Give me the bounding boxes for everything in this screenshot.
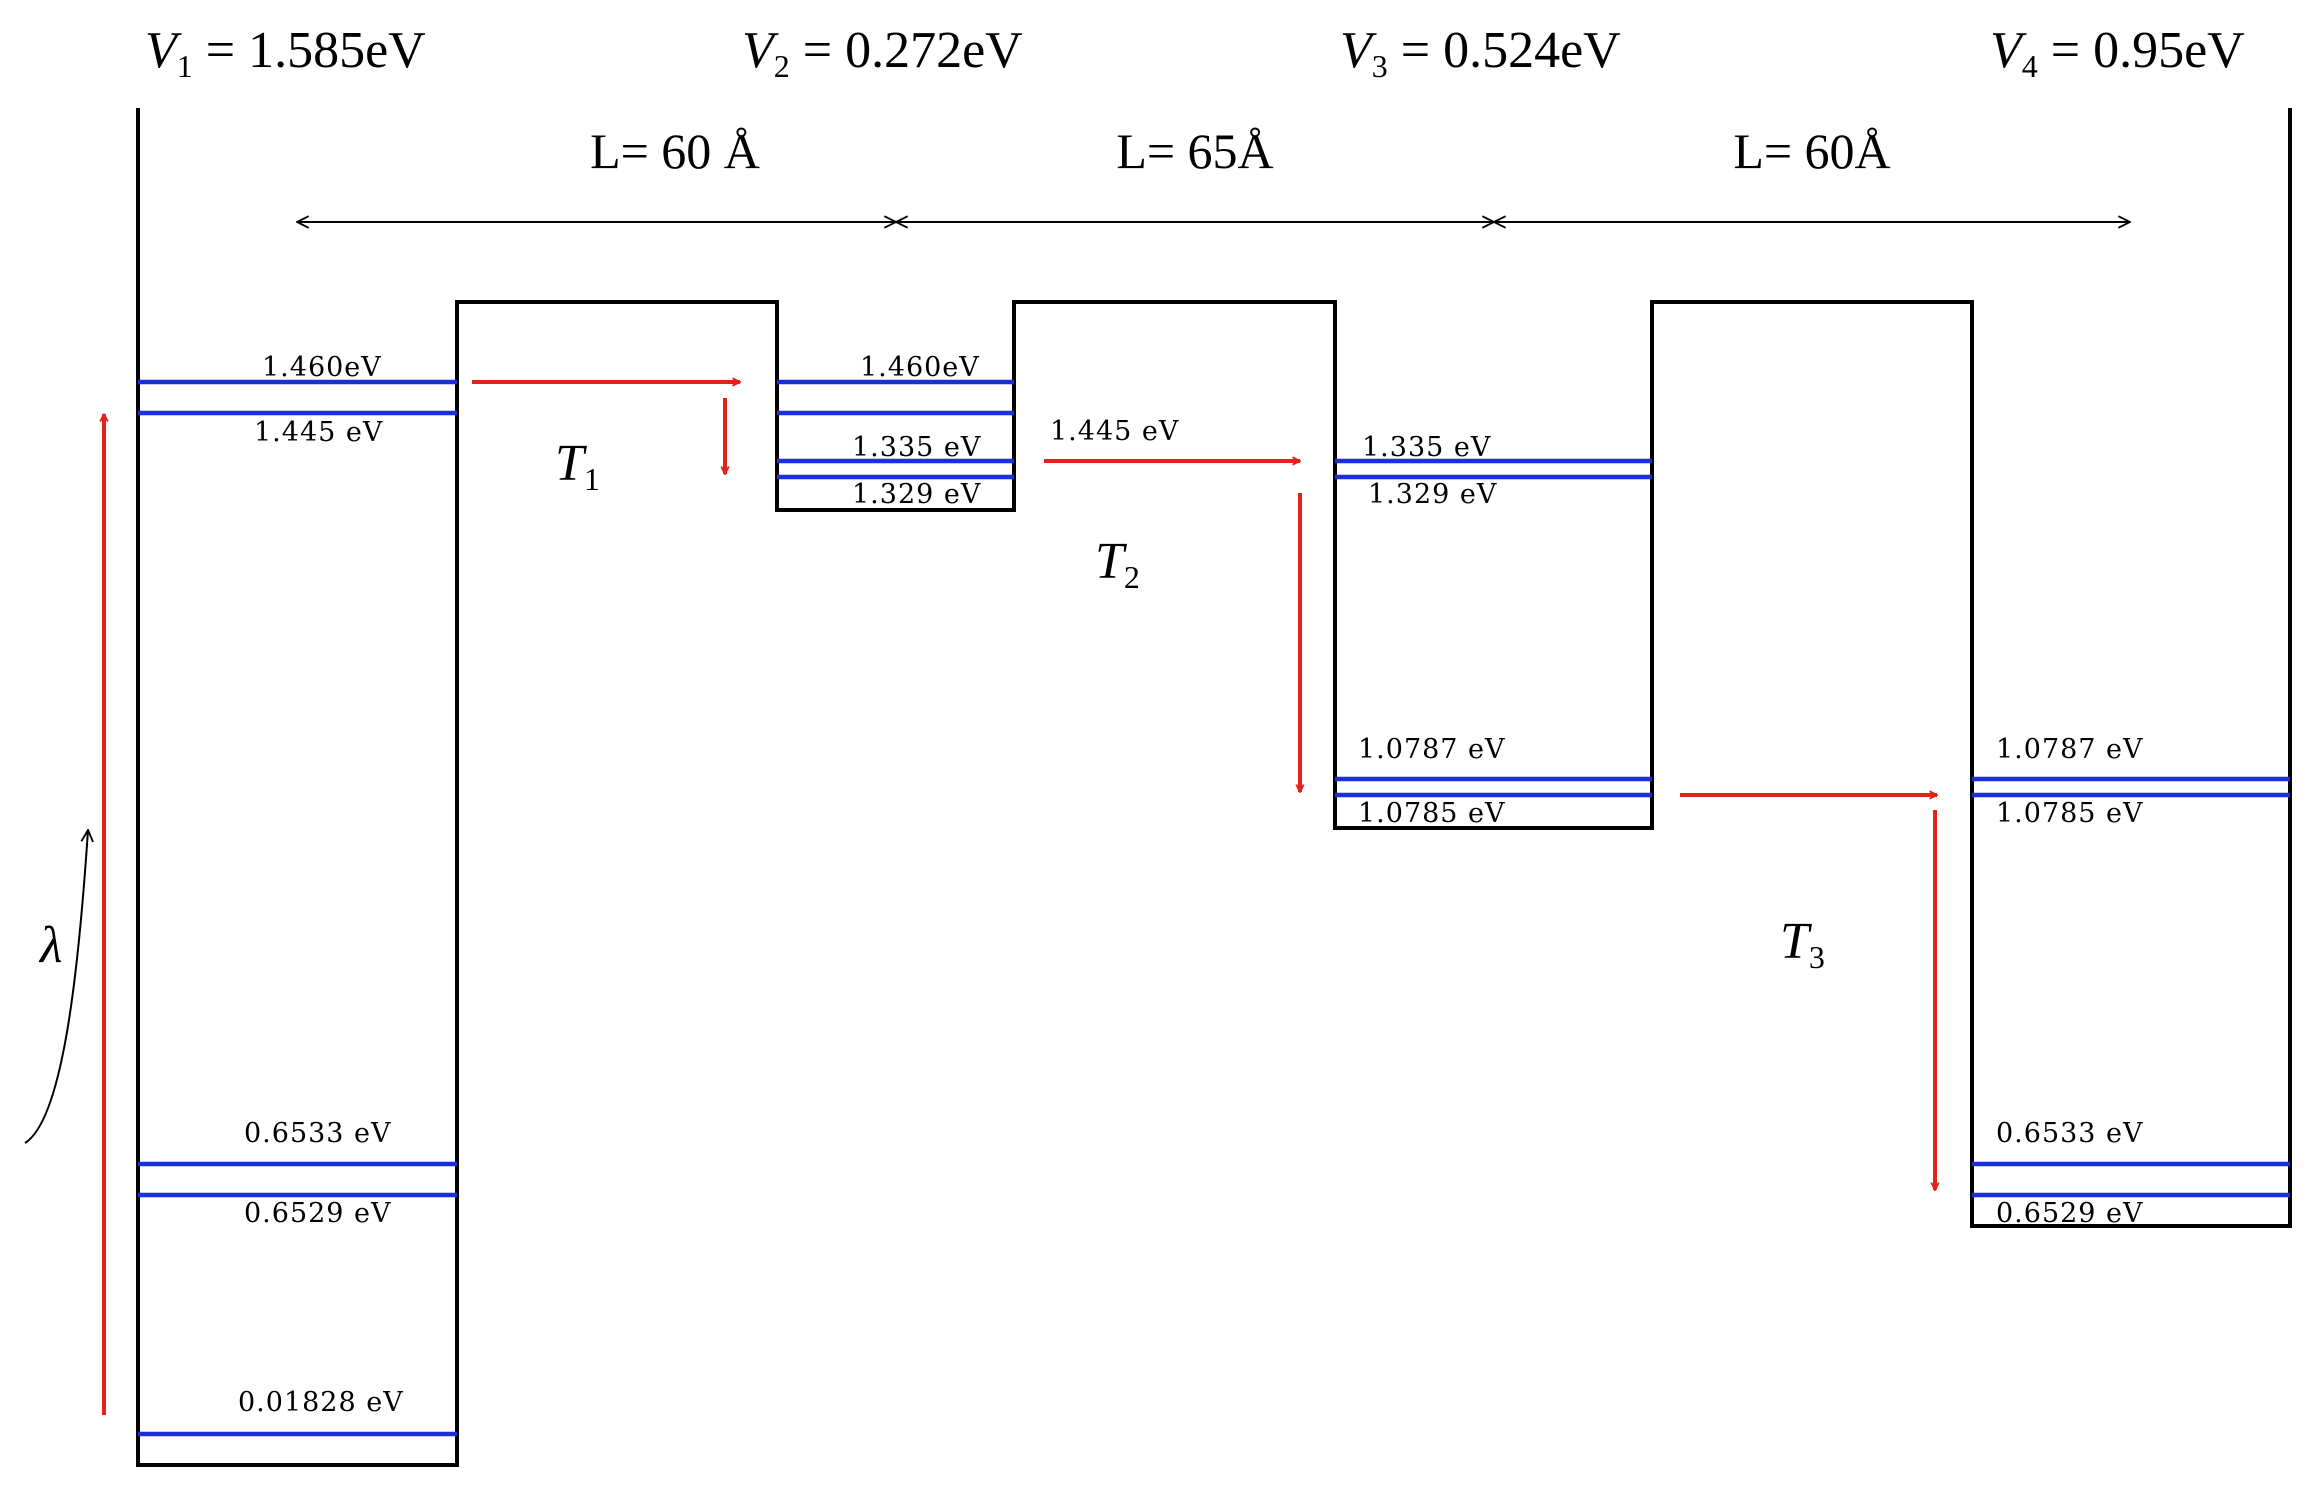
level-label: 1.0785 eV bbox=[1996, 798, 2144, 829]
level-label: 1.0787 eV bbox=[1358, 734, 1506, 765]
length-label-1: L= 60 Å bbox=[590, 123, 760, 179]
length-label-2: L= 65Å bbox=[1116, 123, 1273, 179]
level-label: 1.329 eV bbox=[852, 479, 981, 510]
level-label: 1.460eV bbox=[262, 352, 382, 383]
level-label: 0.6533 eV bbox=[244, 1118, 392, 1149]
barrier-label-v3: V3 = 0.524eV bbox=[1340, 22, 1621, 84]
level-label: 0.6533 eV bbox=[1996, 1118, 2144, 1149]
barrier-label-v2: V2 = 0.272eV bbox=[742, 22, 1023, 84]
level-label: 1.445 eV bbox=[254, 417, 383, 448]
transition-label-t3: T3 bbox=[1780, 913, 1825, 975]
length-label-3: L= 60Å bbox=[1733, 123, 1890, 179]
well-3-levels: 1.335 eV 1.329 eV 1.0787 eV 1.0785 eV bbox=[1335, 432, 1652, 829]
transfer-label: 1.445 eV bbox=[1050, 416, 1179, 447]
level-label: 0.6529 eV bbox=[244, 1198, 392, 1229]
transition-label-t1: T1 bbox=[555, 435, 600, 497]
level-label: 0.6529 eV bbox=[1996, 1198, 2144, 1229]
well-4-levels: 1.0787 eV 1.0785 eV 0.6533 eV 0.6529 eV bbox=[1972, 734, 2290, 1229]
level-label: 1.335 eV bbox=[852, 432, 981, 463]
transition-label-t2: T2 bbox=[1095, 533, 1140, 595]
level-label: 1.460eV bbox=[860, 352, 980, 383]
level-label: 1.329 eV bbox=[1368, 479, 1497, 510]
lambda-label: λ bbox=[38, 917, 63, 974]
level-label: 0.01828 eV bbox=[238, 1387, 404, 1418]
level-label: 1.335 eV bbox=[1362, 432, 1491, 463]
well-1-levels: 1.460eV 1.445 eV 0.6533 eV 0.6529 eV 0.0… bbox=[138, 352, 457, 1437]
barrier-label-v1: V1 = 1.585eV bbox=[145, 22, 426, 84]
barrier-label-v4: V4 = 0.95eV bbox=[1990, 22, 2245, 84]
lambda-curve-arrow bbox=[24, 830, 88, 1144]
well-2-levels: 1.460eV 1.335 eV 1.329 eV bbox=[777, 352, 1014, 510]
level-label: 1.0785 eV bbox=[1358, 798, 1506, 829]
level-label: 1.0787 eV bbox=[1996, 734, 2144, 765]
potential-profile bbox=[136, 108, 2292, 1467]
